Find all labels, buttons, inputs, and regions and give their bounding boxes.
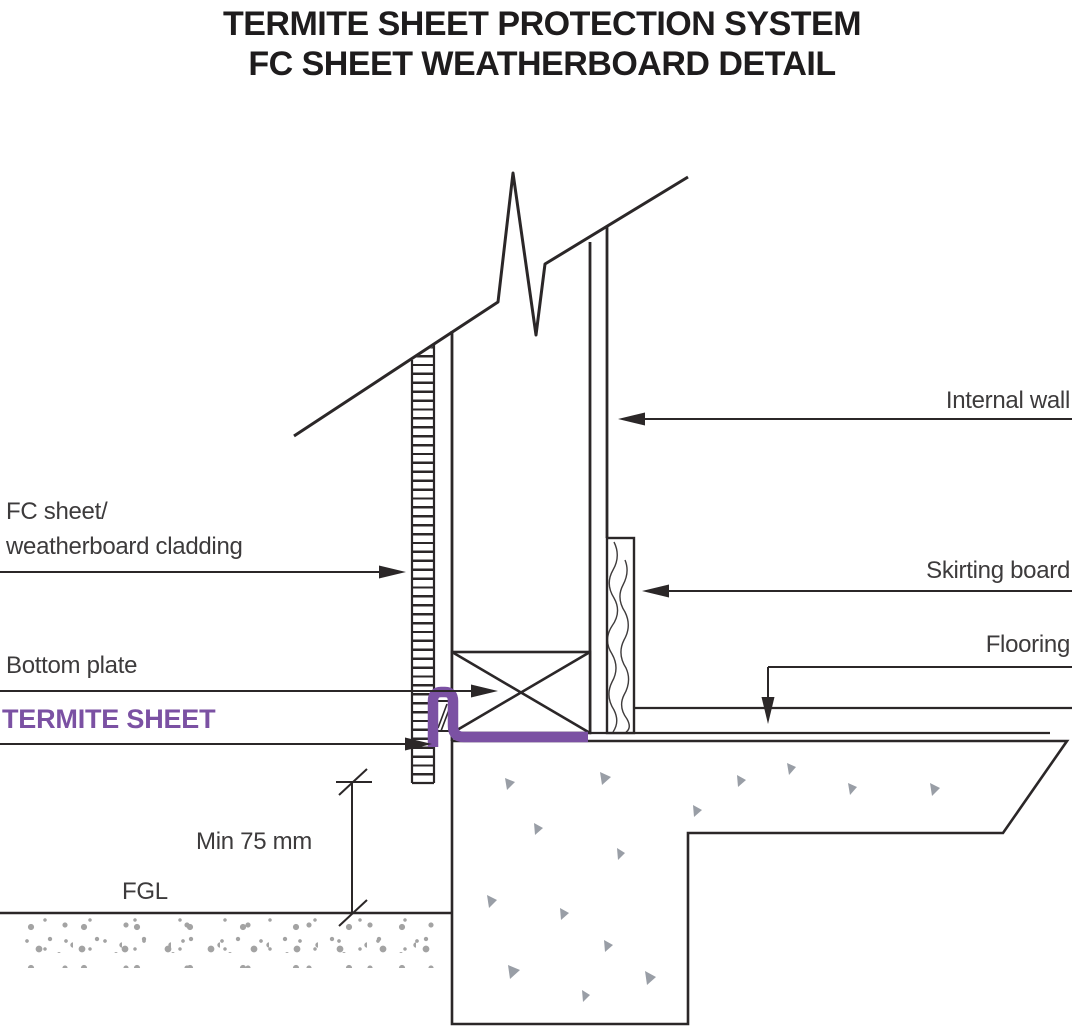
label-fgl: FGL [122, 878, 168, 905]
title-line-1: TERMITE SHEET PROTECTION SYSTEM [222, 5, 862, 43]
internal-wall-leader-arrow [618, 412, 1072, 426]
ground-stipple-texture [24, 918, 448, 968]
label-fc-sheet: FC sheet/ weatherboard cladding [6, 494, 243, 564]
fc-sheet-leader-arrow [0, 565, 406, 579]
title-line-2: FC SHEET WEATHERBOARD DETAIL [248, 45, 836, 83]
label-internal-wall: Internal wall [945, 387, 1070, 414]
label-termite-sheet: TERMITE SHEET [2, 704, 216, 734]
fc-cladding-hatch [412, 346, 434, 783]
page-title: TERMITE SHEET PROTECTION SYSTEM FC SHEET… [22, 4, 1062, 84]
skirting-board-section [605, 536, 636, 735]
skirting-board-leader-arrow [642, 584, 1072, 598]
label-fc-sheet-line-2: weatherboard cladding [6, 533, 243, 560]
roof-break-line [293, 171, 689, 438]
termite-sheet-membrane [427, 686, 588, 747]
slab-aggregate-texture [487, 763, 940, 1002]
label-skirting-board: Skirting board [926, 557, 1070, 584]
label-bottom-plate: Bottom plate [6, 652, 138, 679]
bottom-plate-leader-arrow [0, 684, 498, 698]
label-flooring: Flooring [985, 631, 1071, 658]
concrete-slab-outline [450, 739, 1070, 1026]
min-75mm-dimension [336, 768, 372, 927]
label-min-dimension: Min 75 mm [196, 828, 312, 855]
termite-sheet-leader-arrow [0, 737, 432, 751]
flooring-leader-arrow [761, 666, 1072, 724]
label-fc-sheet-line-1: FC sheet/ [6, 498, 108, 525]
